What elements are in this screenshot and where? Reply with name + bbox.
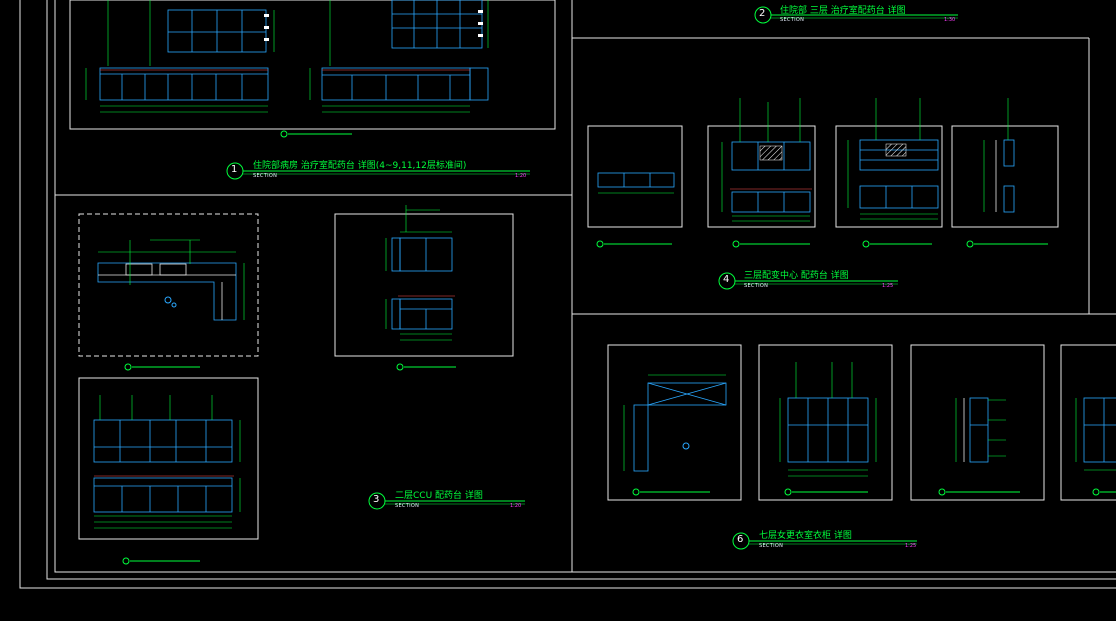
drawing-number-1: 1 (231, 164, 238, 175)
panel-3-drawings (78, 205, 514, 565)
drawing-number-4: 4 (723, 274, 730, 285)
drawing-title-4: 三层配变中心 配药台 详图 (744, 271, 849, 281)
drawing-section-2: SECTION (780, 17, 805, 23)
drawing-number-6: 6 (737, 534, 744, 545)
title-block-1 (226, 162, 530, 180)
drawing-number-2: 2 (759, 8, 766, 19)
drawing-section-3: SECTION (395, 503, 420, 509)
drawing-title-3: 二层CCU 配药台 详图 (395, 491, 483, 501)
drawing-scale-1: 1:20 (515, 173, 527, 179)
title-block-2 (754, 6, 958, 24)
title-block-3 (368, 492, 525, 510)
drawing-scale-3: 1:20 (510, 503, 522, 509)
drawing-section-6: SECTION (759, 543, 784, 549)
panel-1-drawings (69, 0, 556, 138)
drawing-title-1: 住院部病房 治疗室配药台 详图(4~9,11,12层标准间) (253, 161, 467, 171)
panel-6-drawings (607, 344, 1116, 501)
drawing-scale-4: 1:25 (882, 283, 894, 289)
drawing-section-4: SECTION (744, 283, 769, 289)
drawing-scale-2: 1:30 (944, 17, 956, 23)
title-block-6 (732, 532, 917, 550)
drawing-number-3: 3 (373, 494, 380, 505)
drawing-title-2: 住院部 三层 治疗室配药台 详图 (780, 6, 906, 16)
drawing-title-6: 七层女更衣室衣柜 详图 (759, 531, 852, 541)
sheet-frame (19, 0, 1116, 589)
panel-4-drawings (587, 98, 1059, 248)
drawing-scale-6: 1:25 (905, 543, 917, 549)
title-block-4 (718, 272, 898, 290)
drawing-section-1: SECTION (253, 173, 278, 179)
